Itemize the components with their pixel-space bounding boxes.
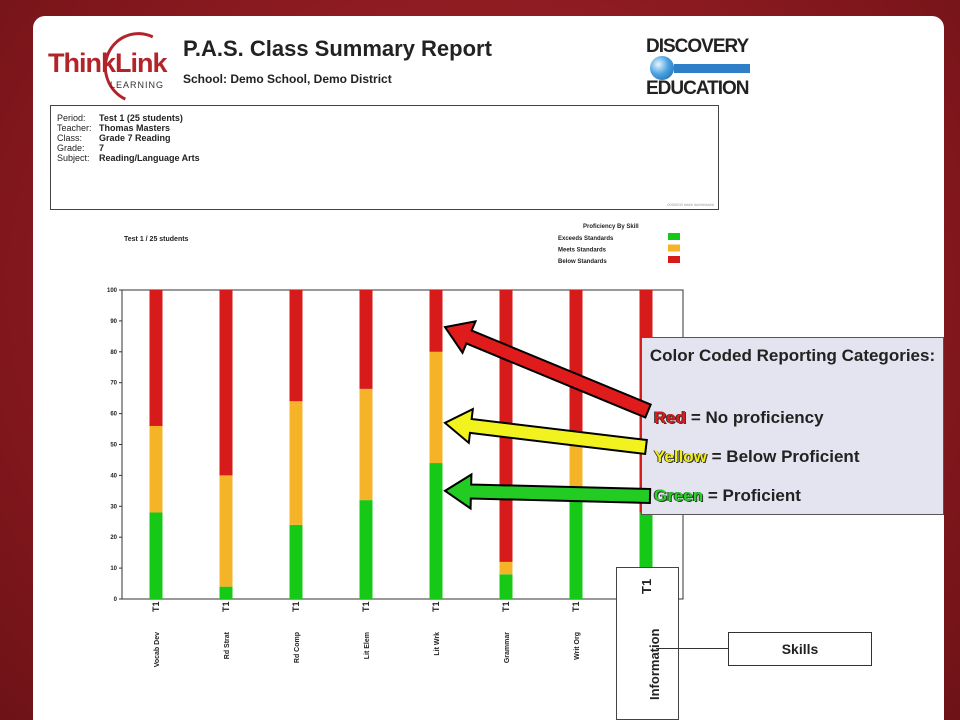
information-cell: Information <box>616 604 679 720</box>
logo-sub: LEARNING <box>110 80 165 90</box>
category-label: Rd Comp <box>294 632 301 663</box>
information-vertical-label: Information <box>647 628 662 701</box>
x-tick-label: T1 <box>291 601 301 612</box>
category-label: Rd Strat <box>224 631 231 659</box>
bar-segment <box>359 290 373 389</box>
category-label: Lit Wrk <box>434 632 441 656</box>
page-title: P.A.S. Class Summary Report <box>183 36 492 61</box>
bar-segment <box>429 463 443 599</box>
y-tick-label: 10 <box>110 566 117 572</box>
plot-frame <box>121 289 684 600</box>
logo-bottom-word: EDUCATION <box>646 78 750 99</box>
x-tick-label: T1 <box>221 601 231 612</box>
bar-segment <box>219 290 233 476</box>
bar-segment <box>289 290 303 402</box>
bar-segment <box>499 561 513 575</box>
callout-line-green: Green = Proficient <box>654 486 801 505</box>
category-label: Grammar <box>504 632 511 663</box>
callout-word-red: Red <box>654 408 687 427</box>
callout-line-red: Red = No proficiency <box>654 408 824 427</box>
x-tick-label: T1 <box>431 601 441 612</box>
bar-segment <box>429 351 443 464</box>
y-tick-label: 60 <box>110 412 117 418</box>
bar-segment <box>429 290 443 352</box>
bar-segment <box>499 574 513 599</box>
y-tick-label: 40 <box>110 473 117 479</box>
legend-label: Below Standards <box>558 259 607 265</box>
info-row-period: Period:Test 1 (25 students) <box>57 113 183 123</box>
legend-label: Meets Standards <box>558 248 607 254</box>
legend-swatch <box>668 244 680 252</box>
category-label: Writ Org <box>574 632 581 660</box>
info-row-grade: Grade:7 <box>57 143 105 153</box>
legend-swatch <box>668 256 680 263</box>
bar-segment <box>359 500 373 599</box>
info-row-class: Class:Grade 7 Reading <box>57 133 171 143</box>
color-legend-callout: Color Coded Reporting Categories: Red = … <box>641 337 944 515</box>
x-tick-label: T1 <box>361 601 371 612</box>
bar-segment <box>149 512 163 599</box>
skills-connector <box>656 648 728 649</box>
t1-vertical-label: T1 <box>639 578 654 594</box>
y-tick-label: 30 <box>110 504 117 510</box>
info-footer: 0000000 #### ##/##/#### <box>667 202 714 207</box>
y-tick-label: 70 <box>110 381 117 387</box>
t1-header-cell: T1 <box>616 567 679 605</box>
category-label: Lit Elem <box>364 632 371 659</box>
bar-segment <box>149 425 163 513</box>
category-label: Vocab Dev <box>154 632 161 667</box>
y-tick-label: 50 <box>110 443 117 449</box>
class-info-box: Period:Test 1 (25 students) Teacher:Thom… <box>50 105 719 210</box>
school-line: School: Demo School, Demo District <box>183 72 392 86</box>
y-tick-label: 20 <box>110 535 117 541</box>
thinklink-logo: ThinkLink LEARNING <box>48 22 185 114</box>
bar-segment <box>289 401 303 525</box>
y-tick-label: 90 <box>110 319 117 325</box>
legend-swatch <box>668 233 680 240</box>
y-tick-label: 80 <box>110 350 117 356</box>
y-tick-label: 0 <box>114 597 118 603</box>
x-tick-label: T1 <box>151 601 161 612</box>
x-tick-label: T1 <box>571 601 581 612</box>
bar-segment <box>289 524 303 599</box>
skills-label-box: Skills <box>728 632 872 666</box>
info-row-subject: Subject:Reading/Language Arts <box>57 153 200 163</box>
bar-segment <box>359 388 373 501</box>
info-row-teacher: Teacher:Thomas Masters <box>57 123 171 133</box>
x-tick-label: T1 <box>501 601 511 612</box>
callout-word-yellow: Yellow <box>654 447 707 466</box>
chart-subtitle: Test 1 / 25 students <box>124 236 189 243</box>
callout-word-green: Green <box>654 486 704 505</box>
bar-segment <box>569 438 583 501</box>
legend-label: Exceeds Standards <box>558 236 614 242</box>
bar-segment <box>219 475 233 587</box>
legend-title: Proficiency By Skill <box>583 224 639 230</box>
globe-icon <box>650 56 674 80</box>
bar-segment <box>569 500 583 599</box>
bar-segment <box>499 290 513 562</box>
bar-segment <box>569 290 583 439</box>
callout-title: Color Coded Reporting Categories: <box>649 346 936 365</box>
y-tick-label: 100 <box>107 288 118 294</box>
bar-segment <box>219 586 233 599</box>
logo-bar <box>674 64 750 73</box>
discovery-education-logo: DISCOVERY EDUCATION <box>644 36 756 102</box>
logo-word: ThinkLink <box>48 48 167 78</box>
callout-line-yellow: Yellow = Below Proficient <box>654 447 860 466</box>
logo-top-word: DISCOVERY <box>646 36 749 57</box>
bar-segment <box>149 290 163 426</box>
